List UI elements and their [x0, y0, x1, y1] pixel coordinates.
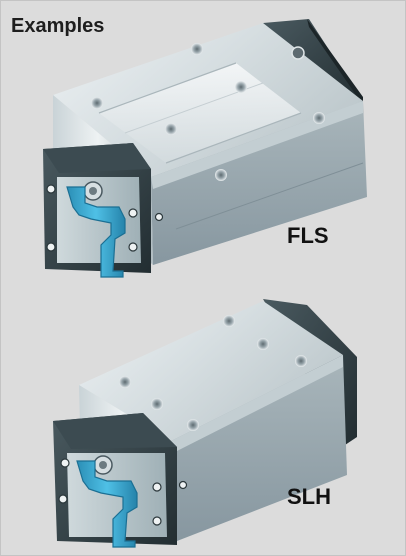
slh-caption: SLH: [287, 484, 331, 509]
examples-heading: Examples: [11, 15, 105, 37]
slh-carriage: [53, 299, 357, 548]
fls-caption: FLS: [287, 223, 329, 248]
fls-carriage: [43, 19, 367, 278]
